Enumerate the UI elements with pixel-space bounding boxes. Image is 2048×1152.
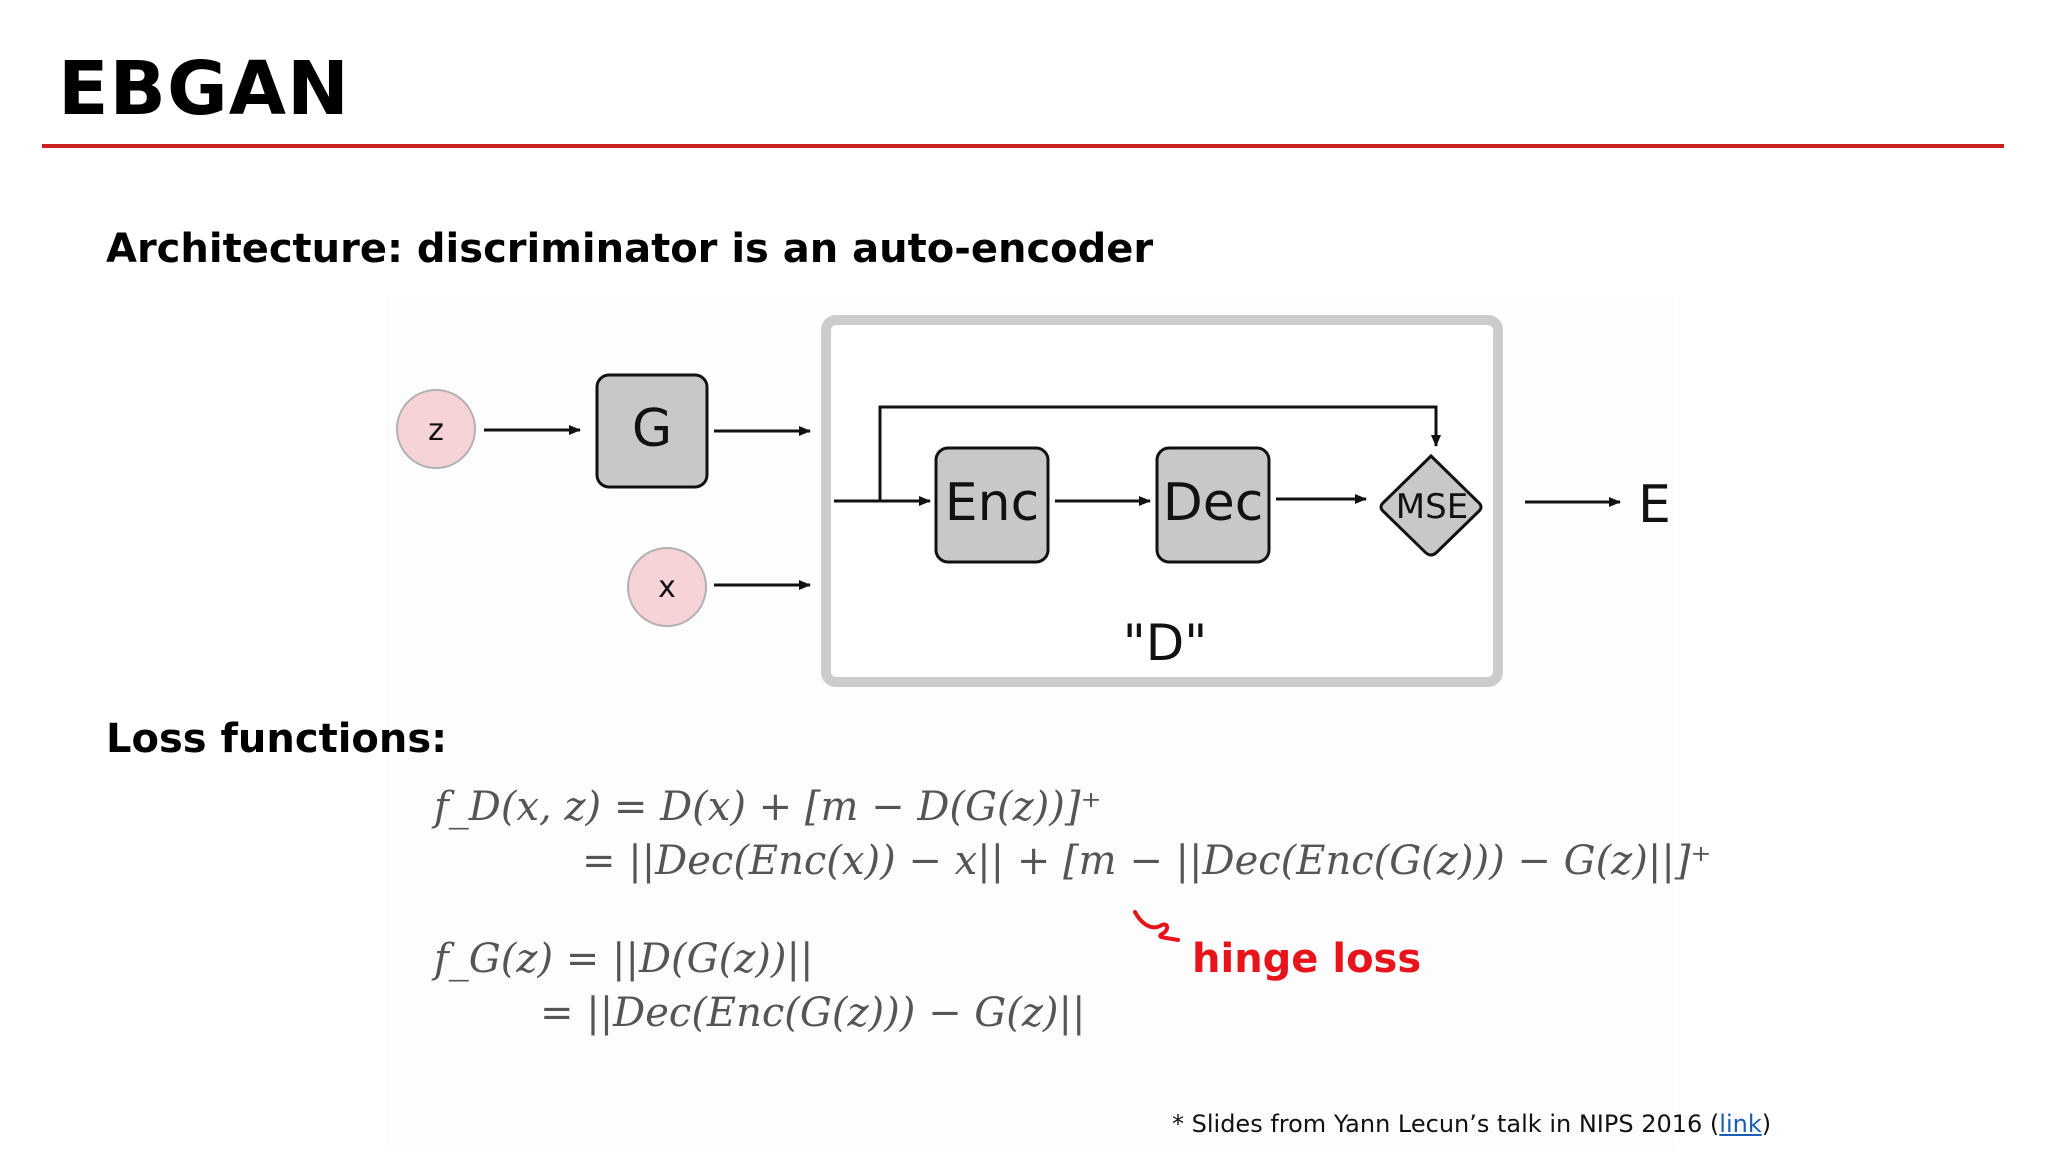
footnote-close: ) xyxy=(1761,1110,1772,1138)
hinge-loss-annotation: hinge loss xyxy=(1192,936,1422,982)
z-input-node xyxy=(396,389,476,469)
mse-node xyxy=(1379,453,1483,557)
generator-block xyxy=(595,373,709,489)
encoder-label: Enc xyxy=(945,473,1039,533)
generator-loss-equation: f_G(z) = ||D(G(z))|| xyxy=(434,936,814,982)
title-divider xyxy=(42,144,2004,148)
decoder-label: Dec xyxy=(1163,473,1264,533)
encoder-block xyxy=(934,446,1050,564)
x-input-node xyxy=(627,547,707,627)
generator-label: G xyxy=(632,399,672,459)
skip-connection-to-mse xyxy=(878,405,1441,501)
architecture-heading: Architecture: discriminator is an auto-e… xyxy=(106,226,1154,272)
z-label: z xyxy=(428,413,444,448)
discriminator-label: "D" xyxy=(1123,614,1208,672)
source-link[interactable]: link xyxy=(1719,1110,1762,1138)
discriminator-loss-equation: f_D(x, z) = D(x) + [m − D(G(z))]⁺ xyxy=(434,784,1102,830)
decoder-block xyxy=(1155,446,1271,564)
source-footnote: * Slides from Yann Lecun’s talk in NIPS … xyxy=(1172,1110,1771,1138)
footnote-text: * Slides from Yann Lecun’s talk in NIPS … xyxy=(1172,1110,1720,1138)
generator-loss-expansion: = ||Dec(Enc(G(z))) − G(z)|| xyxy=(540,990,1086,1036)
mse-label: MSE xyxy=(1396,487,1468,527)
loss-functions-heading: Loss functions: xyxy=(106,716,448,762)
slide-title: EBGAN xyxy=(58,46,350,132)
x-label: x xyxy=(658,570,676,605)
hinge-loss-pointer xyxy=(1133,910,1180,942)
discriminator-loss-expansion: = ||Dec(Enc(x)) − x|| + [m − ||Dec(Enc(G… xyxy=(582,838,1712,884)
energy-output-label: E xyxy=(1638,475,1671,535)
